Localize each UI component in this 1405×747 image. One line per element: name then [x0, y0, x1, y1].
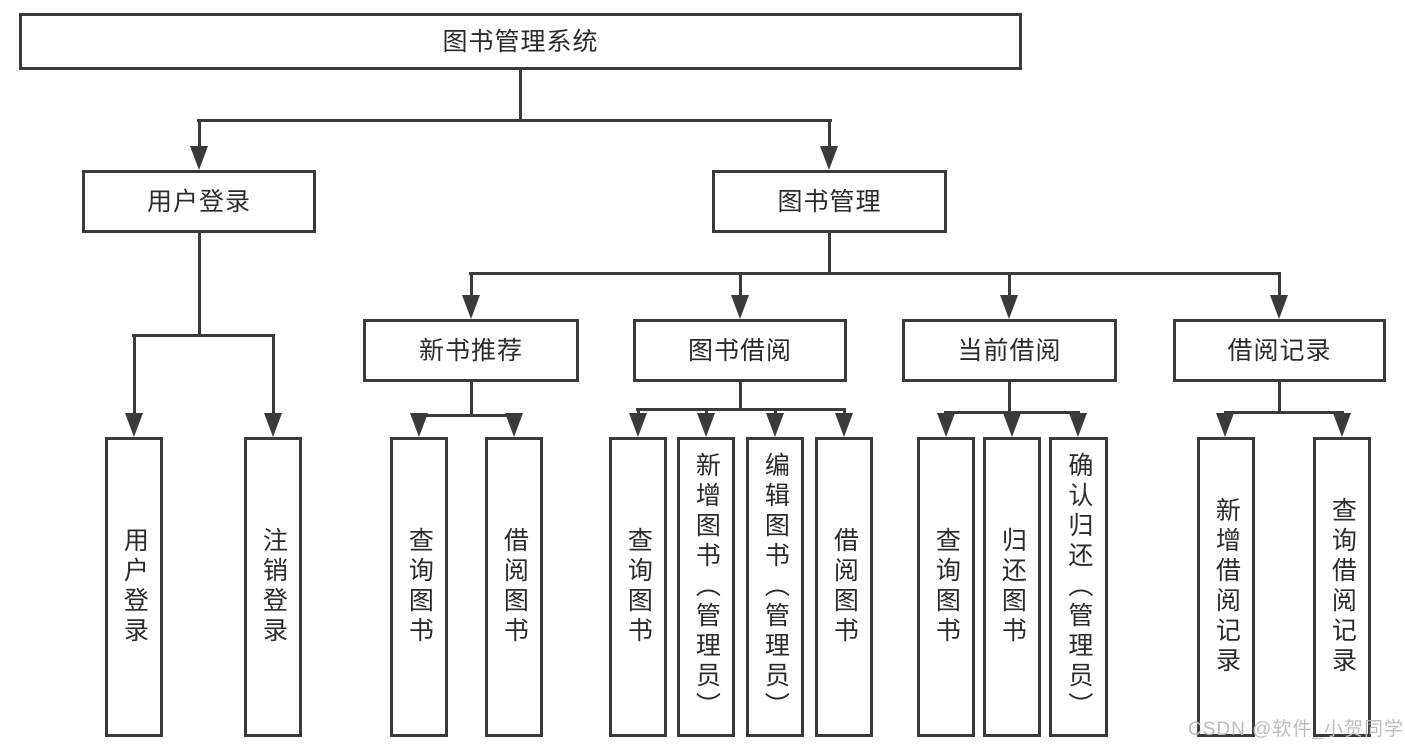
leaf-return-books: 归还图书: [983, 437, 1041, 737]
arrowhead-down-icon: [1069, 413, 1087, 437]
connector-line: [197, 119, 201, 149]
arrowhead-down-icon: [731, 295, 749, 319]
arrowhead-down-icon: [629, 413, 647, 437]
leaf-query-books-borrowing: 查询图书: [609, 437, 667, 737]
arrowhead-down-icon: [264, 413, 282, 437]
node-label: 查询借阅记录: [1328, 497, 1357, 677]
connector-line: [469, 382, 473, 417]
arrowhead-down-icon: [820, 146, 838, 170]
connector-line: [519, 70, 522, 122]
arrowhead-down-icon: [1000, 295, 1018, 319]
arrowhead-down-icon: [937, 413, 955, 437]
leaf-edit-book-admin: 编辑图书（管理员）: [746, 437, 804, 737]
leaf-add-book-admin: 新增图书（管理员）: [677, 437, 735, 737]
connector-line: [828, 233, 831, 275]
connector-line: [738, 272, 742, 298]
connector-line: [842, 408, 846, 417]
arrowhead-down-icon: [766, 413, 784, 437]
connector-line: [828, 119, 831, 149]
connector-line: [197, 233, 201, 337]
connector-line: [1008, 382, 1011, 414]
node-label: 借阅记录: [1227, 336, 1332, 365]
leaf-user-login: 用户登录: [105, 437, 163, 737]
node-label: 编辑图书（管理员）: [761, 452, 790, 722]
connector-line: [197, 119, 832, 122]
node-borrowing-records: 借阅记录: [1173, 319, 1386, 382]
connector-line: [1008, 272, 1011, 298]
arrowhead-down-icon: [462, 295, 480, 319]
node-label: 图书借阅: [687, 336, 792, 365]
connector-line: [636, 408, 640, 417]
connector-line: [636, 408, 846, 411]
connector-line: [1278, 382, 1281, 414]
leaf-borrow-books-recommend: 借阅图书: [485, 437, 543, 737]
arrowhead-down-icon: [1216, 413, 1234, 437]
node-label: 当前借阅: [957, 336, 1062, 365]
node-label: 用户登录: [120, 527, 149, 647]
node-label: 图书管理系统: [442, 27, 599, 56]
arrowhead-down-icon: [1270, 295, 1288, 319]
node-label: 查询图书: [624, 527, 653, 647]
connector-line: [1278, 272, 1281, 298]
node-label: 图书管理: [777, 187, 882, 216]
node-label: 新增图书（管理员）: [692, 452, 721, 722]
arrowhead-down-icon: [1003, 413, 1021, 437]
connector-line: [469, 272, 1281, 275]
leaf-add-borrow-record: 新增借阅记录: [1197, 437, 1255, 737]
arrowhead-down-icon: [697, 413, 715, 437]
node-label: 用户登录: [146, 187, 251, 216]
leaf-borrow-books-borrowing: 借阅图书: [815, 437, 873, 737]
watermark: CSDN @软件_小贺同学: [1188, 719, 1404, 740]
arrowhead-down-icon: [835, 413, 853, 437]
arrowhead-down-icon: [125, 413, 143, 437]
connector-line: [1224, 411, 1344, 414]
arrowhead-down-icon: [190, 146, 208, 170]
arrowhead-down-icon: [1333, 413, 1351, 437]
connector-line: [271, 334, 275, 416]
connector-line: [773, 408, 777, 417]
arrowhead-down-icon: [410, 413, 428, 437]
node-label: 借阅图书: [500, 527, 529, 647]
node-new-book-recommend: 新书推荐: [363, 319, 579, 382]
connector-line: [704, 408, 708, 417]
node-library-management-system: 图书管理系统: [19, 13, 1022, 70]
connector-line: [132, 334, 136, 416]
node-book-management: 图书管理: [712, 170, 947, 233]
node-label: 查询图书: [932, 527, 961, 647]
node-label: 确认归还（管理员）: [1064, 452, 1093, 722]
node-label: 注销登录: [259, 527, 288, 647]
node-user-login: 用户登录: [82, 170, 316, 233]
node-current-borrowing: 当前借阅: [902, 319, 1117, 382]
leaf-query-borrow-record: 查询借阅记录: [1313, 437, 1371, 737]
connector-line: [738, 382, 742, 411]
connector-line: [469, 272, 473, 298]
connector-line: [944, 411, 1080, 414]
leaf-query-books-current: 查询图书: [917, 437, 975, 737]
leaf-confirm-return-admin: 确认归还（管理员）: [1049, 437, 1108, 737]
node-label: 新增借阅记录: [1212, 497, 1241, 677]
node-book-borrowing: 图书借阅: [633, 319, 847, 382]
node-label: 借阅图书: [830, 527, 859, 647]
leaf-query-books-recommend: 查询图书: [390, 437, 448, 737]
connector-line: [132, 334, 275, 337]
connector-line: [417, 414, 516, 417]
arrowhead-down-icon: [505, 413, 523, 437]
node-label: 新书推荐: [418, 336, 523, 365]
node-label: 归还图书: [998, 527, 1027, 647]
leaf-logout: 注销登录: [244, 437, 302, 737]
node-label: 查询图书: [405, 527, 434, 647]
